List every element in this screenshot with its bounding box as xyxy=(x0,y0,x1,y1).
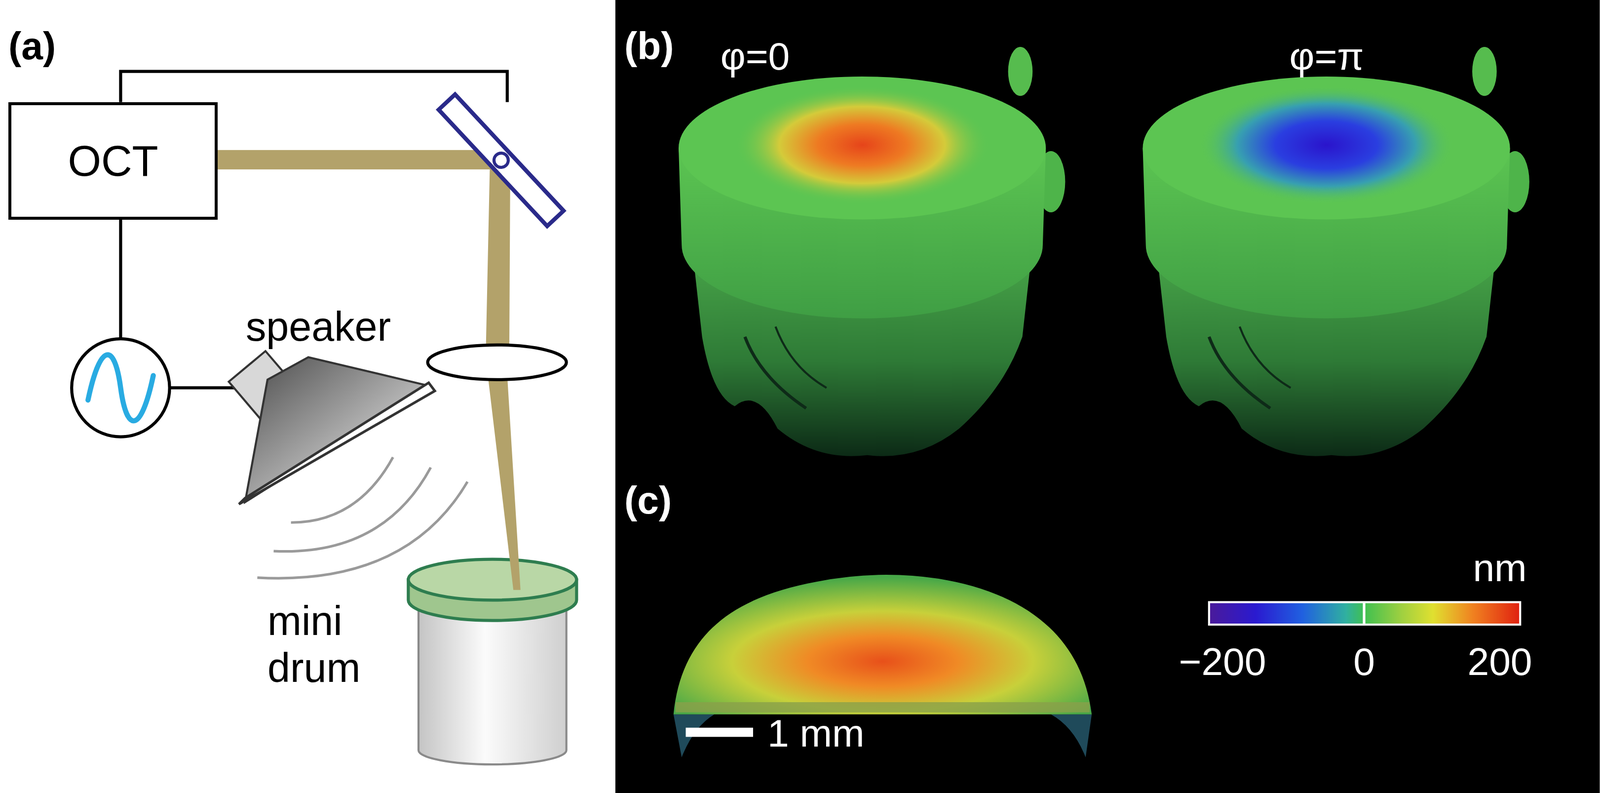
phase-label: φ=0 xyxy=(720,35,791,78)
drum-render-phase-0 xyxy=(744,336,806,409)
function-generator xyxy=(87,354,153,421)
drum-render-phase-pi xyxy=(1209,336,1271,409)
color-bar xyxy=(1209,601,1521,624)
unit-label: nm xyxy=(1472,546,1527,589)
signal-wire xyxy=(169,385,237,389)
speaker-symbol xyxy=(228,350,436,504)
cross-section-render xyxy=(1050,714,1092,758)
dark-panel xyxy=(615,0,1600,793)
sound-waves xyxy=(257,457,468,578)
oct-box: OCT xyxy=(8,102,218,220)
tick-label: 200 xyxy=(1467,640,1532,683)
scan-mirror xyxy=(491,150,512,171)
cross-section-render xyxy=(675,701,1090,713)
color-bar xyxy=(1209,601,1521,624)
mini-drum-symbol xyxy=(408,559,577,764)
drum-render-phase-0 xyxy=(1008,46,1033,96)
function-generator xyxy=(71,338,170,437)
sound-waves xyxy=(291,457,394,523)
drum-render-phase-pi xyxy=(1142,46,1529,457)
drum-render-phase-pi xyxy=(1142,76,1510,220)
speaker-symbol xyxy=(238,382,435,504)
cross-section-render xyxy=(673,574,1092,715)
panel-label: (a) xyxy=(8,24,56,68)
mini-drum-symbol xyxy=(418,596,567,764)
scan-mirror xyxy=(438,94,564,227)
part-label: mini drum xyxy=(267,597,411,691)
mini-drum-symbol xyxy=(408,559,577,601)
box-label: OCT xyxy=(67,136,158,186)
panel-label: (b) xyxy=(624,24,674,68)
phase-label: φ=π xyxy=(1289,35,1364,78)
color-bar xyxy=(1362,601,1366,624)
tick-label: −200 xyxy=(1178,640,1266,683)
drum-render-phase-pi xyxy=(1239,326,1291,388)
cross-section-render xyxy=(673,574,1092,758)
lens-symbol xyxy=(427,344,567,380)
part-label: speaker xyxy=(245,304,391,350)
drum-render-phase-0 xyxy=(678,76,1046,220)
tick-label: 0 xyxy=(1353,640,1375,683)
drum-render-phase-0 xyxy=(678,46,1066,457)
function-generator xyxy=(71,338,170,437)
drum-render-phase-0 xyxy=(734,85,991,205)
drum-render-phase-pi xyxy=(1198,85,1454,205)
drum-render-phase-pi xyxy=(1472,46,1497,96)
signal-wire xyxy=(118,219,122,339)
lens-symbol xyxy=(427,344,567,380)
panel-label: (c) xyxy=(624,478,672,522)
scale-label: 1 mm xyxy=(767,711,865,755)
scan-mirror xyxy=(438,94,564,227)
drum-render-phase-0 xyxy=(775,326,827,388)
light-beam xyxy=(217,150,498,170)
scale-bar xyxy=(685,727,754,737)
sound-waves xyxy=(273,467,431,552)
